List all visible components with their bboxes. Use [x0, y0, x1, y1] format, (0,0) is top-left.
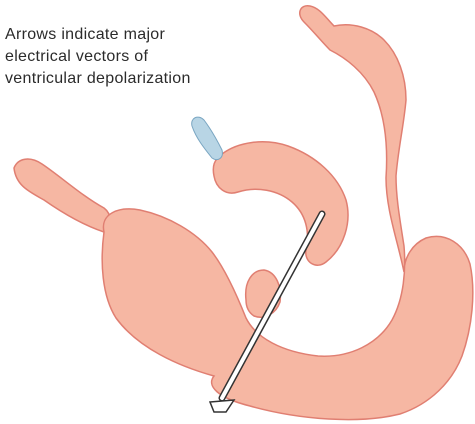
left-vessel — [14, 159, 110, 232]
ventricle-body — [102, 6, 473, 420]
inner-limb — [213, 142, 348, 265]
blue-vessel — [192, 117, 223, 159]
arrow-head — [210, 400, 234, 412]
